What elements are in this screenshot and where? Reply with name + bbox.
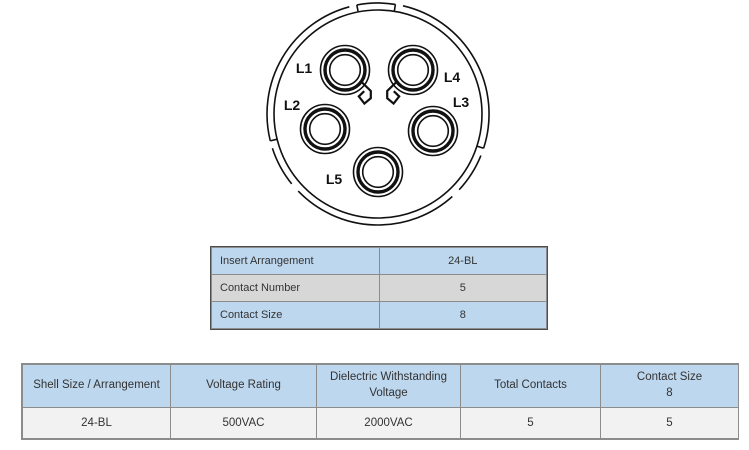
- ring-end-tick: [476, 145, 484, 150]
- shell-circle: [273, 9, 483, 219]
- ratings-table: Shell Size / Arrangement Voltage Rating …: [21, 363, 739, 440]
- contact-l2: [299, 103, 351, 155]
- contact-label-l1: L1: [296, 60, 313, 76]
- shell-outer-ring: [266, 2, 490, 226]
- ratings-header-shell-size: Shell Size / Arrangement: [22, 364, 171, 408]
- contact-label-l5: L5: [326, 171, 343, 187]
- contact-labels: L1 L2 L3 L4 L5: [284, 60, 470, 187]
- spec-label: Insert Arrangement: [211, 247, 380, 275]
- ratings-data-row: 24-BL 500VAC 2000VAC 5 5: [22, 407, 739, 439]
- contact-l5: [352, 146, 404, 198]
- spec-row-insert-arrangement: Insert Arrangement 24-BL: [211, 247, 547, 275]
- ratings-header-total-contacts: Total Contacts: [460, 364, 601, 408]
- outer-arc-top: [356, 2, 396, 6]
- spec-label: Contact Number: [211, 274, 380, 302]
- spec-row-contact-number: Contact Number 5: [211, 274, 547, 302]
- ratings-value-voltage-rating: 500VAC: [170, 407, 317, 439]
- ratings-header-voltage-rating: Voltage Rating: [170, 364, 317, 408]
- contact-l1: [319, 44, 372, 106]
- ratings-value-dielectric-voltage: 2000VAC: [316, 407, 461, 439]
- ratings-header-row: Shell Size / Arrangement Voltage Rating …: [22, 364, 739, 408]
- contact-label-l3: L3: [453, 94, 470, 110]
- contact-l4: [386, 44, 439, 106]
- ring-end-tick: [393, 4, 397, 12]
- outer-arc-left: [266, 6, 350, 142]
- contact-label-l4: L4: [444, 69, 461, 85]
- ratings-value-shell-size: 24-BL: [22, 407, 171, 439]
- connector-insert-diagram: L1 L2 L3 L4 L5: [266, 2, 490, 226]
- ring-end-tick: [356, 4, 359, 13]
- ratings-header-dielectric-voltage: Dielectric Withstanding Voltage: [316, 364, 461, 408]
- outer-arc-bottom: [297, 190, 453, 226]
- contact-size-title: Contact Size: [636, 371, 703, 384]
- spec-value: 5: [378, 274, 547, 302]
- ratings-header-contact-size: Contact Size 8: [600, 364, 739, 408]
- spec-label: Contact Size: [211, 301, 380, 329]
- outer-arc-right: [402, 5, 490, 149]
- key-tab-l1: [357, 81, 372, 106]
- key-tab-l4: [386, 81, 401, 106]
- ring-end-tick: [270, 138, 278, 142]
- contact-label-l2: L2: [284, 97, 301, 113]
- outer-arc-lower-right: [458, 155, 482, 191]
- contact-l3: [407, 105, 459, 157]
- spec-row-contact-size: Contact Size 8: [211, 301, 547, 329]
- ratings-value-total-contacts: 5: [460, 407, 601, 439]
- insert-spec-table: Insert Arrangement 24-BL Contact Number …: [210, 246, 548, 330]
- spec-value: 8: [378, 301, 547, 329]
- outer-arc-lower-left: [271, 148, 293, 185]
- contact-size-sub: 8: [666, 387, 673, 399]
- ratings-value-contact-size: 5: [600, 407, 739, 439]
- spec-value: 24-BL: [378, 247, 547, 275]
